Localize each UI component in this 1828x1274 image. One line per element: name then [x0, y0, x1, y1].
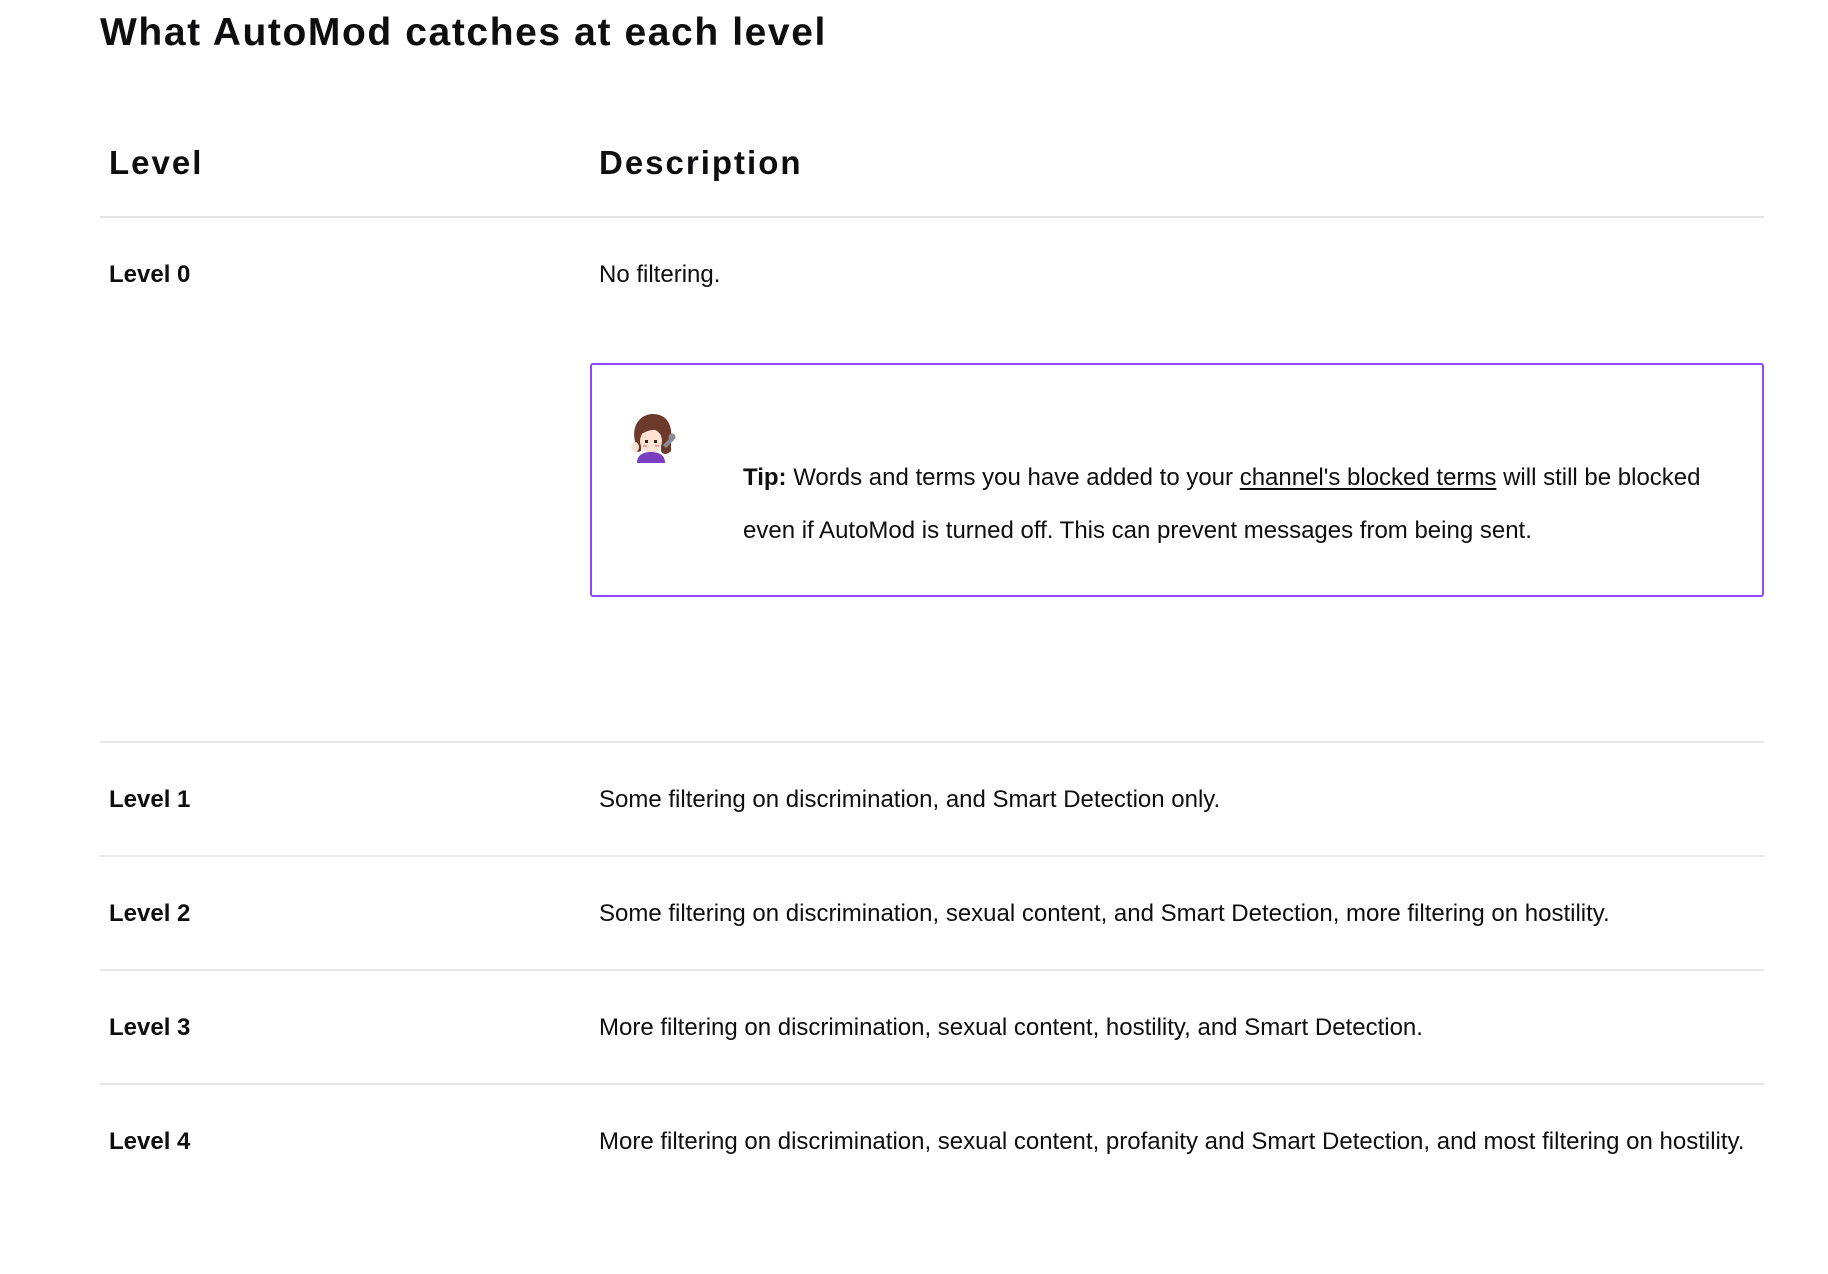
column-header-description: Description [590, 144, 1764, 218]
description-cell: More filtering on discrimination, sexual… [599, 1128, 1745, 1155]
description-text: No filtering. [599, 261, 721, 288]
table-header-row: Level Description [100, 144, 1764, 218]
level-cell: Level 2 [100, 856, 590, 971]
automod-levels-table: Level Description Level 0 No filtering. [100, 144, 1764, 1197]
description-cell: Some filtering on discrimination, sexual… [590, 856, 1764, 971]
description-cell: Some filtering on discrimination, and Sm… [590, 742, 1764, 857]
tip-callout: Tip: Words and terms you have added to y… [590, 363, 1764, 597]
level-cell: Level 4 [109, 1128, 191, 1155]
section-heading: What AutoMod catches at each level [100, 11, 827, 54]
tip-text: Tip: Words and terms you have added to y… [743, 451, 1702, 557]
description-cell: More filtering on discrimination, sexual… [590, 970, 1764, 1085]
tip-text-after: will still be blocked even if AutoMod is… [743, 464, 1701, 544]
table-row: Level 0 No filtering. [100, 217, 1764, 743]
support-avatar-icon [631, 414, 676, 463]
level-cell: Level 1 [100, 742, 590, 857]
table-row: Level 3 More filtering on discrimination… [100, 970, 1764, 1085]
table-row: Level 4 More filtering on discrimination… [100, 1084, 1764, 1197]
blocked-terms-link[interactable]: channel's blocked terms [1239, 464, 1497, 491]
table-row: Level 2 Some filtering on discrimination… [100, 856, 1764, 971]
tip-text-before: Words and terms you have added to your [786, 464, 1240, 491]
article: What AutoMod catches at each level Level… [100, 0, 1764, 1197]
column-header-level: Level [100, 144, 590, 218]
level-cell: Level 3 [100, 970, 590, 1085]
table-row: Level 1 Some filtering on discrimination… [100, 742, 1764, 857]
tip-label: Tip: [743, 464, 787, 491]
description-cell: No filtering. [590, 217, 1764, 743]
level-cell: Level 0 [100, 217, 590, 743]
